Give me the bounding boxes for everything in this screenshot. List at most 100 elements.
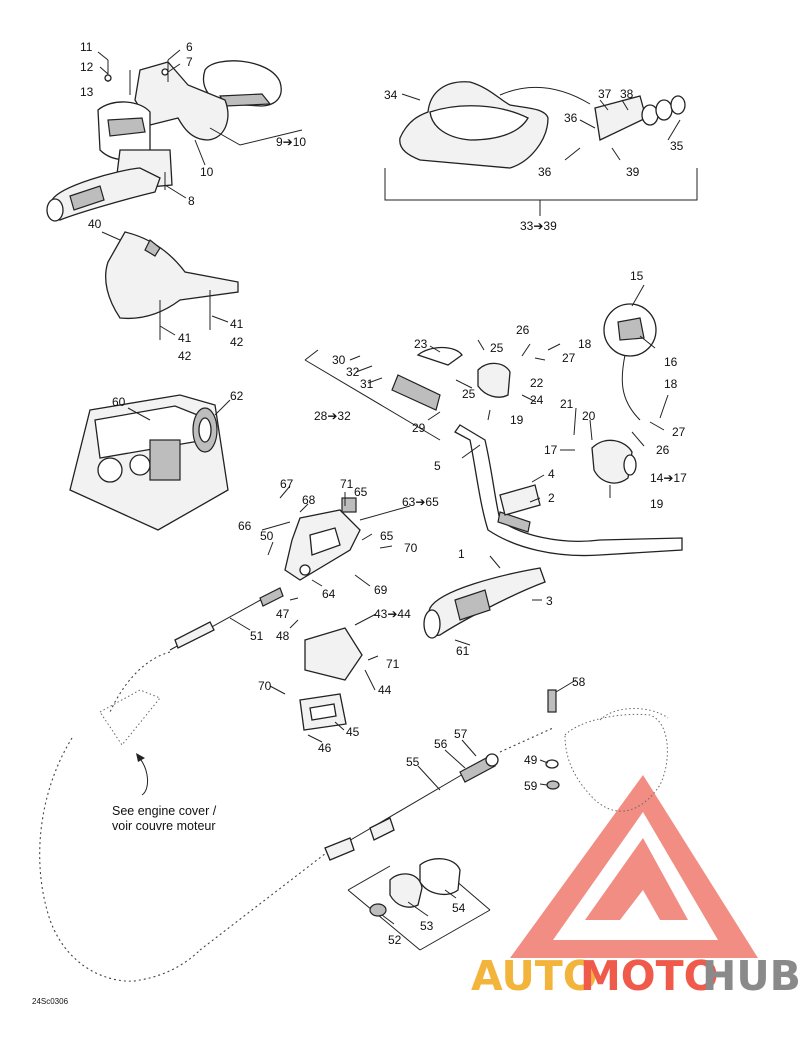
engine-cover-note-en: See engine cover / [112, 804, 217, 818]
callout-38: 38 [620, 87, 634, 101]
callout-25a: 25 [490, 341, 504, 355]
callout-65b: 65 [380, 529, 394, 543]
callout-15: 15 [630, 269, 644, 283]
callout-57: 57 [454, 727, 468, 741]
callout-67: 67 [280, 477, 294, 491]
callout-50: 50 [260, 529, 274, 543]
callout-62: 62 [230, 389, 244, 403]
callout-12: 12 [80, 60, 94, 74]
callout-60: 60 [112, 395, 126, 409]
callout-35: 35 [670, 139, 684, 153]
callout-27a: 27 [562, 351, 576, 365]
steering-stem-1 [423, 567, 546, 639]
callout-71b: 71 [386, 657, 400, 671]
callout-66: 66 [238, 519, 252, 533]
callout-29: 29 [412, 421, 426, 435]
callout-labels: 1 2 3 4 5 6 7 8 9➔10 10 11 12 13 14➔17 1… [80, 40, 687, 947]
callout-26b: 26 [656, 443, 670, 457]
callout-71a: 71 [340, 477, 354, 491]
lower-cover-40 [105, 231, 239, 340]
callout-40: 40 [88, 217, 102, 231]
callout-5: 5 [434, 459, 441, 473]
watermark-brand: AUTO MOTO HUB [471, 952, 800, 1000]
throttle-lever [391, 346, 511, 411]
callout-36b: 36 [538, 165, 552, 179]
callout-11: 11 [80, 40, 93, 54]
routing-lines [39, 651, 669, 982]
callout-69: 69 [374, 583, 388, 597]
engine-cover-note-fr: voir couvre moteur [112, 819, 216, 833]
watermark-hub: HUB [702, 952, 800, 1000]
callout-34: 34 [384, 88, 398, 102]
callout-55: 55 [406, 755, 420, 769]
figure-code: 24Sc0306 [32, 997, 69, 1006]
callout-54: 54 [452, 901, 466, 915]
callout-19b: 19 [650, 497, 664, 511]
callout-19a: 19 [510, 413, 524, 427]
callout-42b: 42 [230, 335, 244, 349]
handlebar-5 [454, 424, 683, 557]
callout-25b: 25 [462, 387, 476, 401]
callout-37: 37 [598, 87, 612, 101]
callout-59: 59 [524, 779, 538, 793]
callout-18a: 18 [578, 337, 592, 351]
callout-48: 48 [276, 629, 290, 643]
callout-1: 1 [458, 547, 465, 561]
callout-20: 20 [582, 409, 596, 423]
rear-cable-55 [324, 689, 560, 951]
watermark-auto: AUTO [471, 952, 598, 1000]
callout-8: 8 [188, 194, 195, 208]
callout-21: 21 [560, 397, 574, 411]
callout-61: 61 [456, 644, 470, 658]
steering-support-63 [284, 497, 361, 581]
callout-68: 68 [302, 493, 316, 507]
callout-18b: 18 [664, 377, 678, 391]
callout-70a: 70 [404, 541, 418, 555]
watermark-logo-icon [510, 775, 758, 958]
hardware-leaders [97, 49, 681, 925]
callout-49: 49 [524, 753, 538, 767]
callout-44: 44 [378, 683, 392, 697]
callout-43-44: 43➔44 [374, 607, 411, 621]
callout-31: 31 [360, 377, 374, 391]
engine-cover-60 [69, 394, 229, 531]
callout-22: 22 [530, 376, 544, 390]
callout-33-39: 33➔39 [520, 219, 557, 233]
callout-13: 13 [80, 85, 94, 99]
callout-2: 2 [548, 491, 555, 505]
callout-45: 45 [346, 725, 360, 739]
callout-27b: 27 [672, 425, 686, 439]
handle-cover-assembly [46, 60, 303, 222]
callout-26a: 26 [516, 323, 530, 337]
callout-46: 46 [318, 741, 332, 755]
callout-30: 30 [332, 353, 346, 367]
callout-3: 3 [546, 594, 553, 608]
callout-28-32: 28➔32 [314, 409, 351, 423]
callout-56: 56 [434, 737, 448, 751]
callout-10: 10 [200, 165, 214, 179]
callout-24: 24 [530, 393, 544, 407]
callout-65a: 65 [354, 485, 368, 499]
callout-51: 51 [250, 629, 264, 643]
callout-4: 4 [548, 467, 555, 481]
callout-47: 47 [276, 607, 290, 621]
callout-32: 32 [346, 365, 360, 379]
callout-9-10: 9➔10 [276, 135, 306, 149]
watermark-moto: MOTO [580, 952, 718, 1000]
callout-58: 58 [572, 675, 586, 689]
callout-7: 7 [186, 55, 193, 69]
lower-support-43 [299, 627, 363, 731]
callout-36a: 36 [564, 111, 578, 125]
callout-6: 6 [186, 40, 193, 54]
callout-16: 16 [664, 355, 678, 369]
callout-23: 23 [414, 337, 428, 351]
steering-cable-51 [169, 587, 284, 651]
callout-64: 64 [322, 587, 336, 601]
callout-42a: 42 [178, 349, 192, 363]
callout-39: 39 [626, 165, 640, 179]
callout-52: 52 [388, 933, 402, 947]
callout-41b: 41 [230, 317, 244, 331]
callout-41a: 41 [178, 331, 192, 345]
callout-17: 17 [544, 443, 558, 457]
